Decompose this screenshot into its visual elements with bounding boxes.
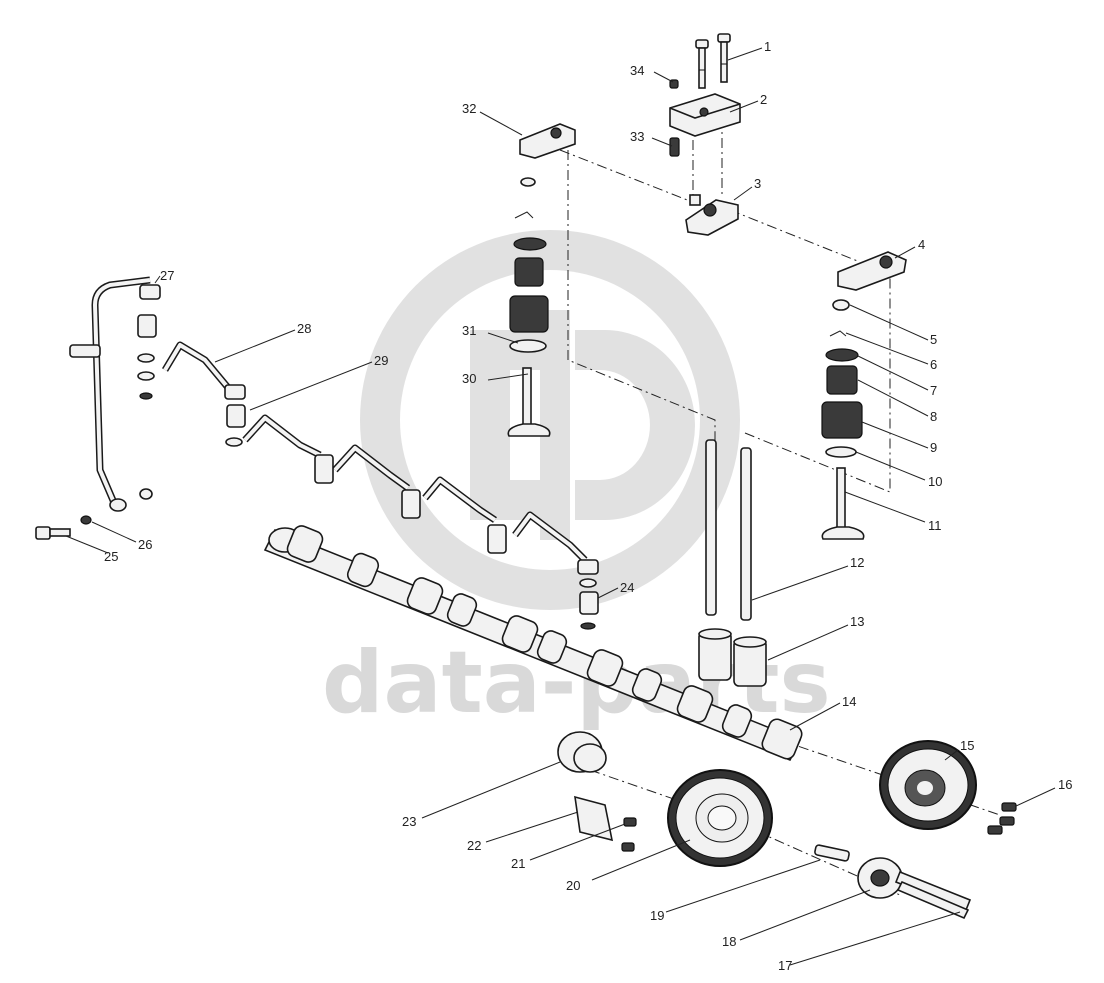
- callout-5: 5: [930, 332, 937, 347]
- callout-8: 8: [930, 409, 937, 424]
- callout-16: 16: [1058, 777, 1072, 792]
- callout-13: 13: [850, 614, 864, 629]
- banjo-bolt: [35, 515, 92, 540]
- callout-32: 32: [462, 101, 476, 116]
- callout-1: 1: [764, 39, 771, 54]
- thrust-plate-18: [857, 857, 903, 899]
- gear-screws-16: [987, 802, 1017, 835]
- callout-3: 3: [754, 176, 761, 191]
- rocker-arm-left: [519, 123, 576, 159]
- valve-assembly-left: [507, 177, 551, 437]
- callout-22: 22: [467, 838, 481, 853]
- callout-4: 4: [918, 237, 925, 252]
- callout-30: 30: [462, 371, 476, 386]
- callout-21: 21: [511, 856, 525, 871]
- callout-7: 7: [930, 383, 937, 398]
- idler-shaft-19: [814, 844, 850, 862]
- cam-gear-15: [879, 740, 977, 830]
- callout-24: 24: [620, 580, 634, 595]
- pipe-fittings: [69, 284, 599, 630]
- callout-31: 31: [462, 323, 476, 338]
- callout-leaders: [65, 47, 1056, 966]
- callout-2: 2: [760, 92, 767, 107]
- bracket-bolts: [695, 33, 731, 89]
- callout-27: 27: [160, 268, 174, 283]
- callout-12: 12: [850, 555, 864, 570]
- callout-17: 17: [778, 958, 792, 973]
- screws-21: [621, 817, 637, 852]
- rocker-arm-center: [685, 194, 739, 236]
- tappets: [698, 628, 767, 687]
- callout-26: 26: [138, 537, 152, 552]
- rocker-arm-right: [837, 251, 907, 291]
- callout-25: 25: [104, 549, 118, 564]
- rocker-bracket: [669, 93, 741, 137]
- callout-10: 10: [928, 474, 942, 489]
- callout-19: 19: [650, 908, 664, 923]
- callout-9: 9: [930, 440, 937, 455]
- callout-14: 14: [842, 694, 856, 709]
- gear-bolts-17: [894, 870, 972, 920]
- callout-11: 11: [928, 518, 942, 533]
- callout-28: 28: [297, 321, 311, 336]
- callout-23: 23: [402, 814, 416, 829]
- callout-15: 15: [960, 738, 974, 753]
- idler-gear-20: [667, 769, 773, 867]
- callout-numbers: 1 2 3 4 5 6 7 8 9 10 11 12 13 14 15 16 1…: [104, 39, 1072, 973]
- callout-29: 29: [374, 353, 388, 368]
- callout-34: 34: [630, 63, 644, 78]
- valve-assembly-right: [821, 299, 865, 540]
- watermark-logo: [360, 230, 740, 610]
- screw-33: [669, 137, 680, 157]
- injector-pipes: [91, 276, 588, 563]
- callout-33: 33: [630, 129, 644, 144]
- plate-22: [574, 795, 614, 842]
- sensor-wheel-23: [557, 731, 607, 773]
- camshaft: [263, 525, 803, 762]
- callout-20: 20: [566, 878, 580, 893]
- callout-18: 18: [722, 934, 736, 949]
- callout-6: 6: [930, 357, 937, 372]
- push-rods: [705, 439, 752, 621]
